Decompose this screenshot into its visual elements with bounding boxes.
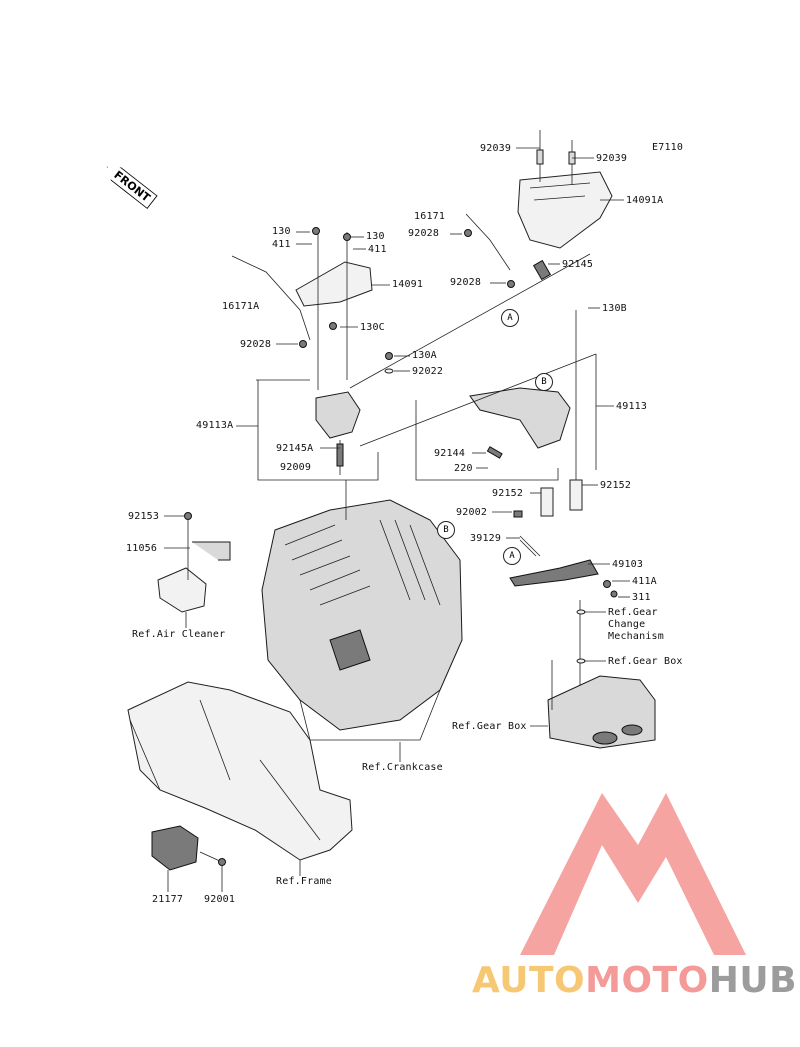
ref-gear-box-right: Ref.Gear Box: [608, 656, 683, 667]
part-14091: 14091: [392, 279, 424, 290]
part-311: 311: [632, 592, 651, 603]
part-92028-mid: 92028: [450, 277, 482, 288]
ref-frame: Ref.Frame: [276, 876, 332, 887]
air-cleaner-bracket: [157, 512, 231, 613]
part-92009: 92009: [280, 462, 312, 473]
part-21177: 21177: [152, 894, 184, 905]
part-220: 220: [454, 463, 473, 474]
part-92001: 92001: [204, 894, 236, 905]
diagram-code: E7110: [652, 142, 684, 153]
part-130a: 130A: [412, 350, 437, 361]
callout-b-mid: B: [437, 521, 455, 539]
brand-auto: AUTO: [472, 960, 586, 1001]
part-92039-right: 92039: [596, 153, 628, 164]
part-92022: 92022: [412, 366, 444, 377]
part-11056: 11056: [126, 543, 158, 554]
part-130c: 130C: [360, 322, 385, 333]
ref-air-cleaner: Ref.Air Cleaner: [132, 629, 226, 640]
part-92039-left: 92039: [480, 143, 512, 154]
brand-hub: HUB: [708, 960, 798, 1001]
crankcase-engine: [261, 480, 463, 741]
cable-16171: [465, 213, 511, 271]
fasteners: [299, 229, 586, 664]
brand-moto: MOTO: [585, 960, 709, 1001]
gear-box: [547, 660, 656, 749]
watermark-brand: AUTOMOTOHUB: [472, 960, 797, 1001]
ref-crankcase: Ref.Crankcase: [362, 762, 443, 773]
part-92145: 92145: [562, 259, 594, 270]
cable-16171a: [231, 255, 311, 341]
part-130-right: 130: [366, 231, 385, 242]
part-92028-top: 92028: [408, 228, 440, 239]
part-16171: 16171: [414, 211, 446, 222]
bracket-49113a: [256, 379, 379, 481]
part-411-right: 411: [368, 244, 387, 255]
part-130-left: 130: [272, 226, 291, 237]
part-92028-left: 92028: [240, 339, 272, 350]
part-49103: 49103: [612, 559, 644, 570]
part-130b: 130B: [602, 303, 627, 314]
callout-a-top: A: [501, 309, 519, 327]
cover-14091a: [517, 130, 613, 249]
part-92144: 92144: [434, 448, 466, 459]
ref-gear-box-left: Ref.Gear Box: [452, 721, 527, 732]
ref-gear-change-mechanism: Ref.Gear Change Mechanism: [608, 607, 664, 642]
part-92152-right: 92152: [600, 480, 632, 491]
callout-b-top: B: [535, 373, 553, 391]
part-14091a: 14091A: [626, 195, 664, 206]
part-49113a: 49113A: [196, 420, 234, 431]
part-39129: 39129: [470, 533, 502, 544]
part-411a: 411A: [632, 576, 657, 587]
bracket-49113: [415, 310, 597, 517]
cover-14091: [295, 227, 373, 390]
part-92153: 92153: [128, 511, 160, 522]
leader-lines: [164, 147, 630, 892]
part-49113: 49113: [616, 401, 648, 412]
part-411-left: 411: [272, 239, 291, 250]
frame: [127, 681, 353, 871]
watermark-logo: [520, 793, 746, 955]
part-16171a: 16171A: [222, 301, 260, 312]
part-92152-left: 92152: [492, 488, 524, 499]
callout-a-mid: A: [503, 547, 521, 565]
part-92145a: 92145A: [276, 443, 314, 454]
part-92002: 92002: [456, 507, 488, 518]
